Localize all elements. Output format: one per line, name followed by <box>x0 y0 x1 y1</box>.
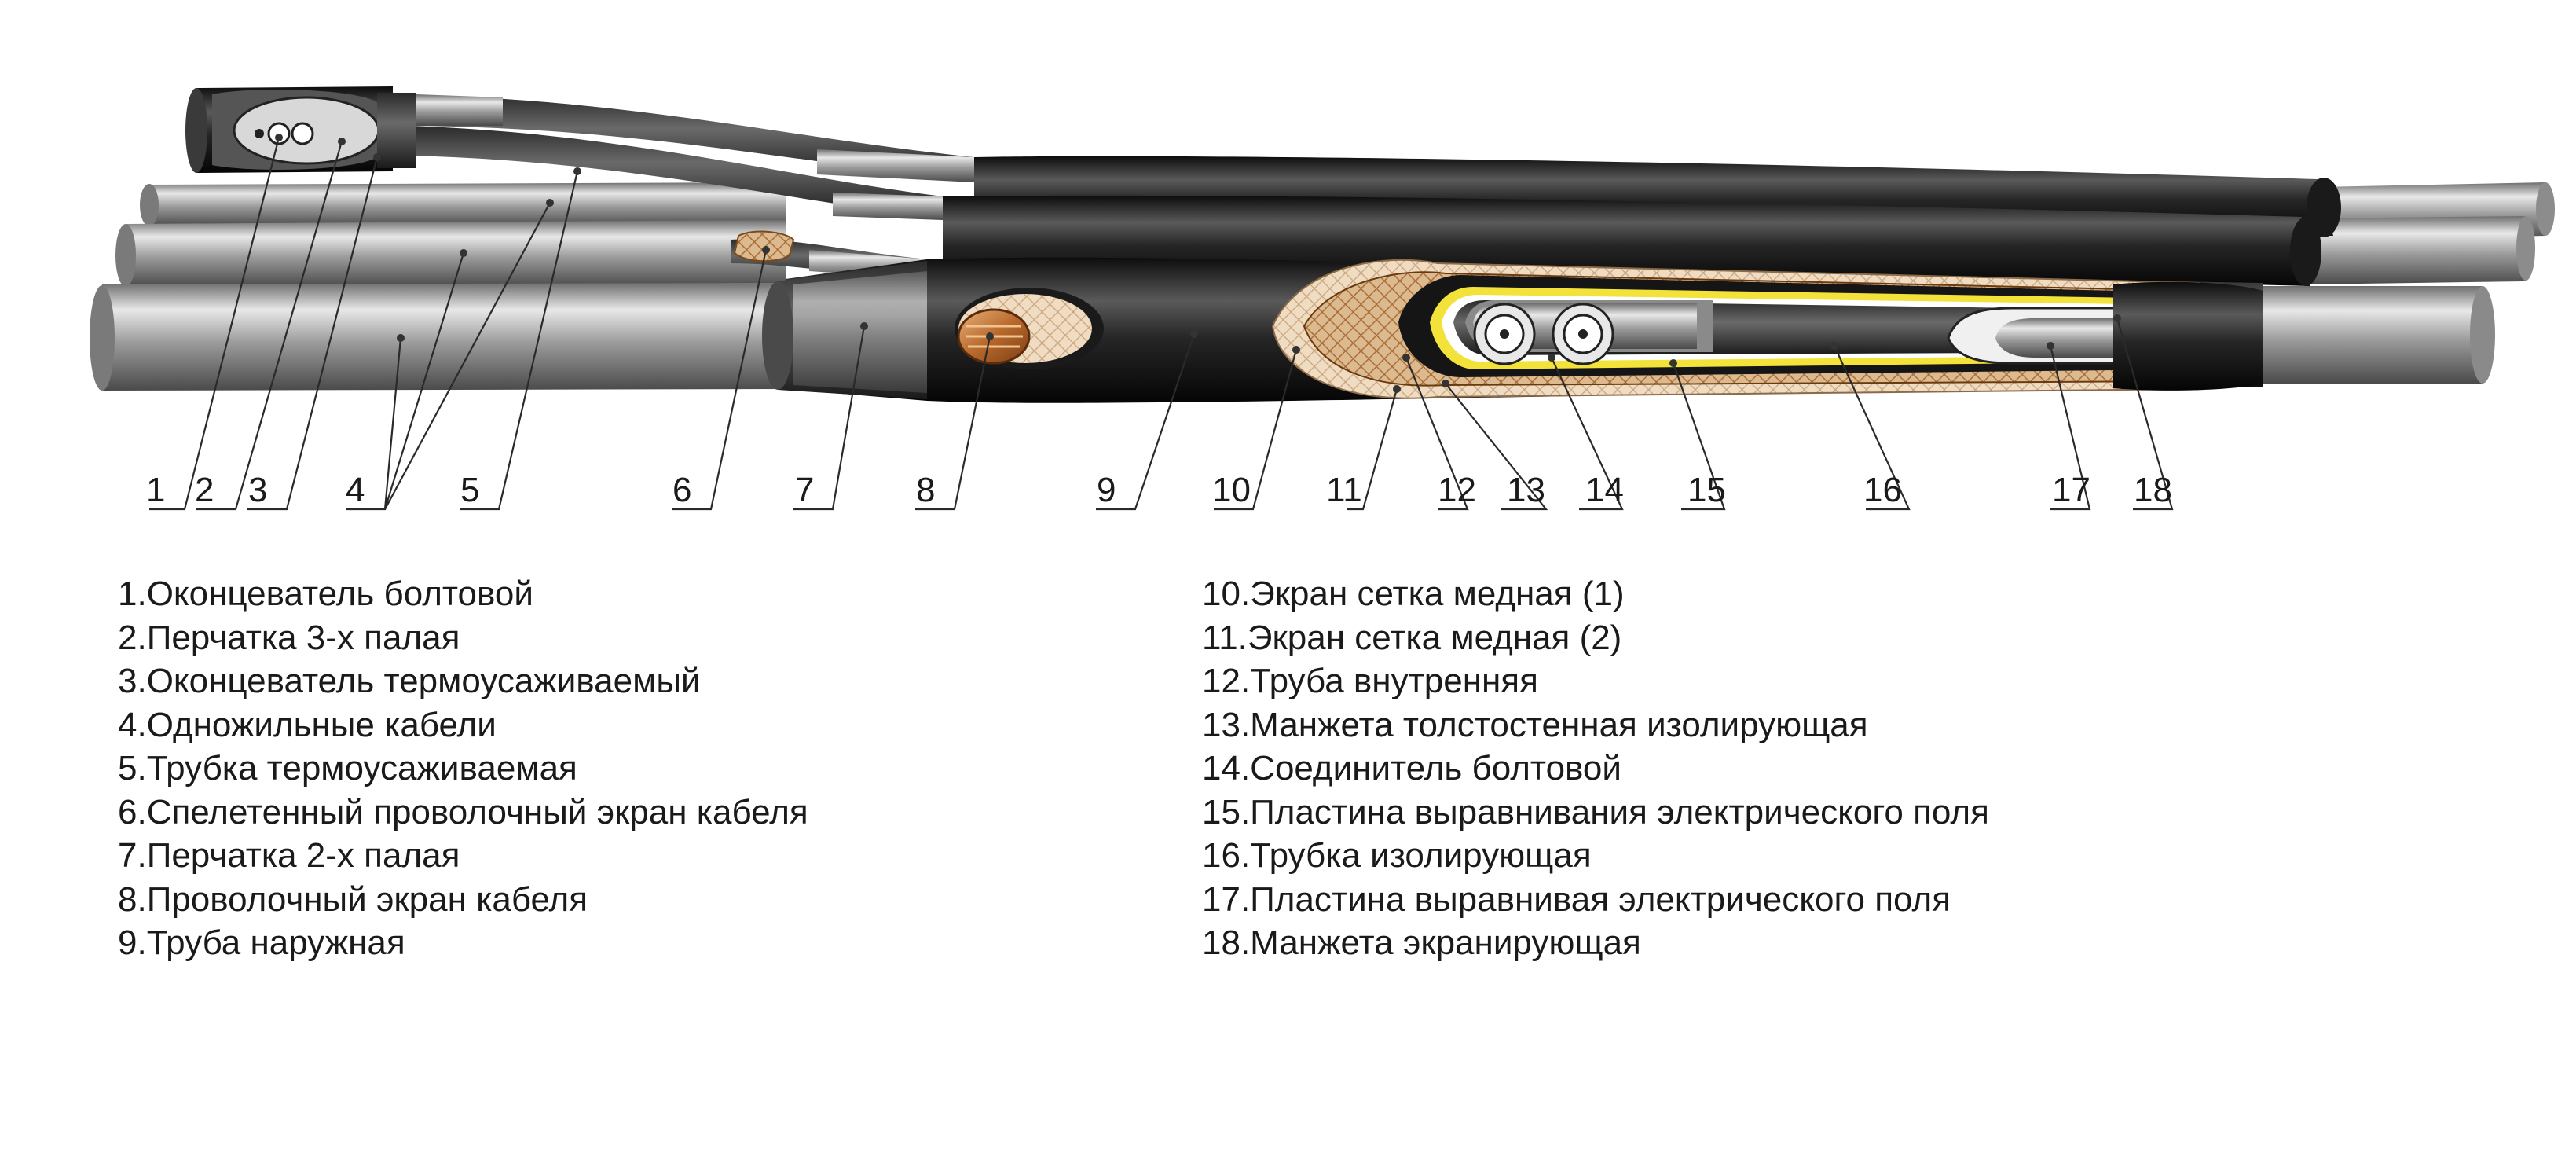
joint-cutaway <box>1271 259 2263 399</box>
legend-item-5: 5.Трубка термоусаживаемая <box>118 749 577 787</box>
callout-18: 18 <box>2134 471 2172 509</box>
callout-8: 8 <box>916 471 935 509</box>
legend-item-12: 12.Труба внутренняя <box>1202 662 1538 700</box>
legend-item-10: 10.Экран сетка медная (1) <box>1202 574 1625 613</box>
callout-2: 2 <box>195 471 214 509</box>
legend-item-8: 8.Проволочный экран кабеля <box>118 879 588 919</box>
callout-15: 15 <box>1687 471 1726 509</box>
callout-6: 6 <box>672 471 691 509</box>
callout-14: 14 <box>1585 471 1624 509</box>
legend-item-11: 11.Экран сетка медная (2) <box>1202 618 1622 657</box>
legend-item-13: 13.Манжета толстостенная изолирующая <box>1202 705 1868 744</box>
legend-item-3: 3.Оконцеватель термоусаживаемый <box>118 662 701 700</box>
callout-4: 4 <box>346 471 365 509</box>
callout-leaders <box>149 134 2174 511</box>
legend-item-14: 14.Соединитель болтовой <box>1202 749 1621 787</box>
callout-7: 7 <box>795 471 814 509</box>
callout-numbers: 1 2 3 4 5 6 7 8 9 10 11 12 13 14 15 16 1… <box>146 471 2172 509</box>
legend-item-15: 15.Пластина выравнивания электрического … <box>1202 792 1989 831</box>
legend-item-18: 18.Манжета экранирующая <box>1202 923 1641 962</box>
bolt-terminal <box>185 86 503 173</box>
callout-17: 17 <box>2052 471 2090 509</box>
cable-wire-screen-window <box>955 288 1104 369</box>
legend-item-16: 16.Трубка изолирующая <box>1202 836 1592 875</box>
callout-1: 1 <box>146 471 165 509</box>
single-core-cable-front <box>90 283 2495 391</box>
callout-9: 9 <box>1097 471 1116 509</box>
legend-item-7: 7.Перчатка 2-х палая <box>118 836 460 875</box>
legend-item-4: 4.Одножильные кабели <box>118 705 497 744</box>
legend-item-2: 2.Перчатка 3-х палая <box>118 618 460 657</box>
callout-16: 16 <box>1863 471 1902 509</box>
legend-left-column: 1.Оконцеватель болтовой 2.Перчатка 3-х п… <box>118 572 808 965</box>
legend-item-6: 6.Спелетенный проволочный экран кабеля <box>118 792 808 831</box>
callout-5: 5 <box>460 471 479 509</box>
callout-11: 11 <box>1326 471 1362 509</box>
single-core-leads <box>393 94 974 279</box>
single-core-cable-middle <box>115 182 2535 287</box>
callout-12: 12 <box>1438 471 1476 509</box>
callout-3: 3 <box>248 471 267 509</box>
legend-item-9: 9.Труба наружная <box>118 923 405 962</box>
legend-item-1: 1.Оконцеватель болтовой <box>118 574 533 613</box>
legend-right-column: 10.Экран сетка медная (1) 11.Экран сетка… <box>1202 572 1989 965</box>
legend-item-17: 17.Пластина выравнивая электрического по… <box>1202 879 1951 919</box>
callout-13: 13 <box>1507 471 1545 509</box>
callout-10: 10 <box>1212 471 1251 509</box>
